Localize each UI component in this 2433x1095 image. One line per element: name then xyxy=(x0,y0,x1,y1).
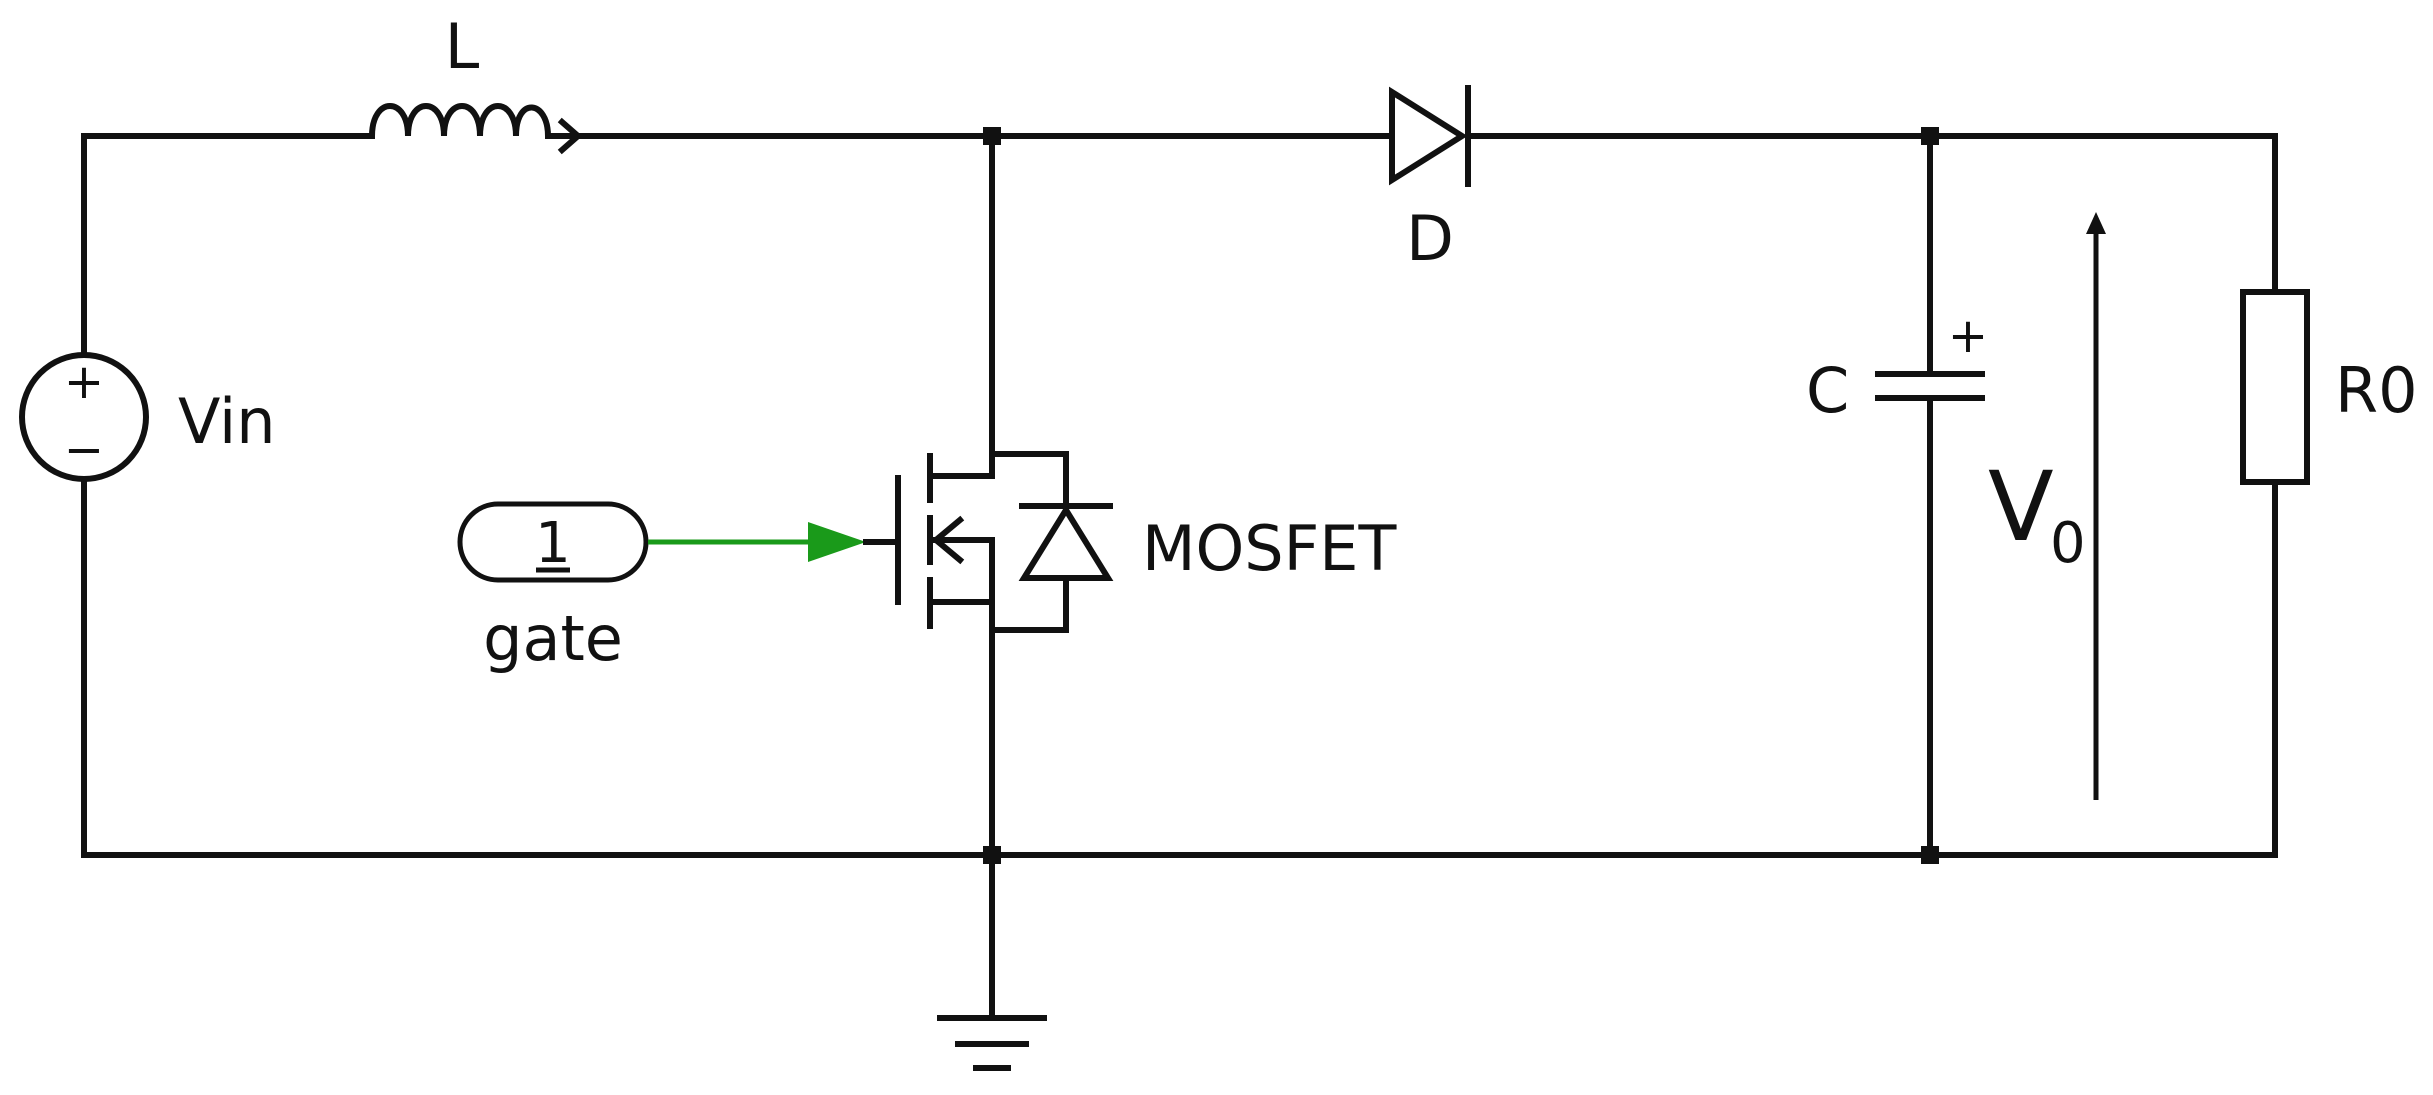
junction-cap-top xyxy=(1921,127,1939,145)
output-voltage-arrow-icon xyxy=(2086,212,2106,234)
gate-signal-arrow-icon xyxy=(808,522,866,562)
body-diode-bottom-lead xyxy=(989,577,1069,633)
inductor-l: L xyxy=(368,10,583,155)
inductor-label: L xyxy=(445,10,480,83)
capacitor-label: C xyxy=(1806,354,1849,427)
gate-port: 1 gate xyxy=(457,501,901,675)
body-diode-triangle xyxy=(1018,504,1114,581)
junction-switch-bottom xyxy=(983,846,1001,864)
junctions xyxy=(983,127,1939,864)
resistor-body xyxy=(2240,289,2310,485)
diode-label: D xyxy=(1406,202,1454,275)
source-label: Vin xyxy=(178,385,276,458)
gate-port-number: 1 xyxy=(535,511,571,576)
capacitor-c: + C xyxy=(1806,308,1988,427)
inductor-current-arrow xyxy=(557,117,583,155)
voltage-source-vin: + − Vin xyxy=(19,352,276,482)
output-voltage-indicator: V 0 xyxy=(1988,212,2106,800)
output-voltage-subscript: 0 xyxy=(2050,511,2086,576)
mosfet-switch: MOSFET xyxy=(895,451,1397,633)
source-minus-sign: − xyxy=(64,422,104,478)
output-voltage-label: V xyxy=(1988,451,2054,563)
voltage-source-circle xyxy=(19,352,149,482)
ground-icon xyxy=(937,1015,1047,1071)
source-plus-sign: + xyxy=(64,354,104,410)
diode-d: D xyxy=(1389,85,1471,275)
inductor-coil xyxy=(368,103,552,140)
wires xyxy=(81,133,2278,1021)
gate-port-label: gate xyxy=(483,602,623,675)
wire-left-top xyxy=(81,133,375,358)
capacitor-polarity: + xyxy=(1948,308,1988,364)
mosfet-label: MOSFET xyxy=(1142,512,1397,585)
body-diode-top-lead xyxy=(989,451,1069,509)
resistor-r0: R0 xyxy=(2240,289,2418,485)
resistor-label: R0 xyxy=(2335,354,2418,427)
junction-switch-top xyxy=(983,127,1001,145)
mosfet-body-arrow-icon xyxy=(931,515,965,565)
junction-cap-bottom xyxy=(1921,846,1939,864)
gate-port-pill xyxy=(457,501,649,583)
diode-triangle xyxy=(1389,86,1468,186)
